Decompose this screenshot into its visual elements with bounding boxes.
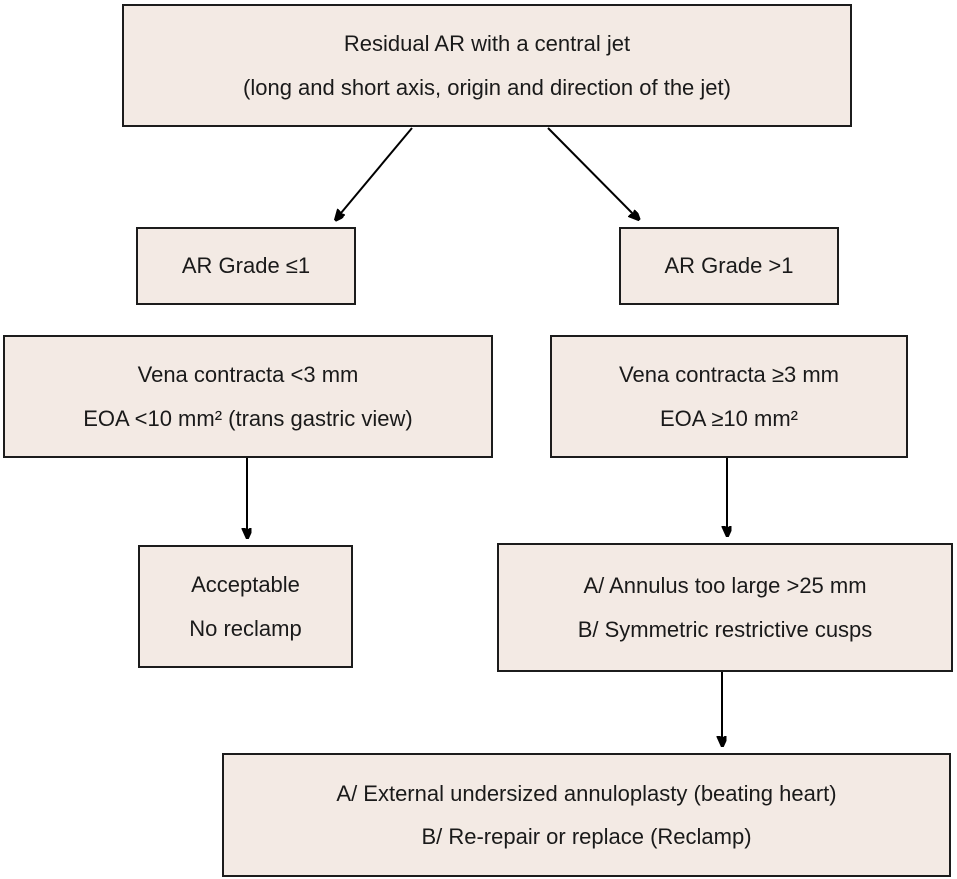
treatment-line-1: A/ External undersized annuloplasty (bea… (336, 780, 837, 806)
criteria-low-box: Vena contracta <3 mm EOA <10 mm² (trans … (3, 335, 493, 458)
criteria-high-box: Vena contracta ≥3 mm EOA ≥10 mm² (550, 335, 908, 458)
causes-line-2: B/ Symmetric restrictive cusps (577, 616, 873, 642)
treatment-line-2: B/ Re-repair or replace (Reclamp) (421, 824, 752, 849)
acceptable-line-1: Acceptable (191, 572, 300, 597)
root-box-line-1: Residual AR with a central jet (343, 31, 631, 56)
acceptable-line-2: No reclamp (189, 615, 302, 641)
criteria-high-line-1: Vena contracta ≥3 mm (619, 362, 839, 387)
causes-box: A/ Annulus too large >25 mm B/ Symmetric… (497, 543, 953, 672)
criteria-high-line-2: EOA ≥10 mm² (660, 405, 798, 431)
ar-grade-le1-label: AR Grade ≤1 (181, 253, 311, 279)
criteria-low-line-2: EOA <10 mm² (trans gastric view) (83, 405, 413, 431)
root-box-line-2: (long and short axis, origin and directi… (243, 74, 731, 100)
treatment-box: A/ External undersized annuloplasty (bea… (222, 753, 951, 877)
ar-grade-gt1-box: AR Grade >1 (619, 227, 839, 305)
root-box: Residual AR with a central jet (long and… (122, 4, 852, 127)
arrow-root-to-grade-le1 (336, 127, 413, 219)
acceptable-box: Acceptable No reclamp (138, 545, 353, 668)
causes-line-1: A/ Annulus too large >25 mm (583, 573, 867, 598)
ar-grade-gt1-label: AR Grade >1 (664, 253, 794, 279)
criteria-low-line-1: Vena contracta <3 mm (137, 362, 359, 387)
arrow-root-to-grade-gt1 (547, 127, 638, 219)
ar-grade-le1-box: AR Grade ≤1 (136, 227, 356, 305)
